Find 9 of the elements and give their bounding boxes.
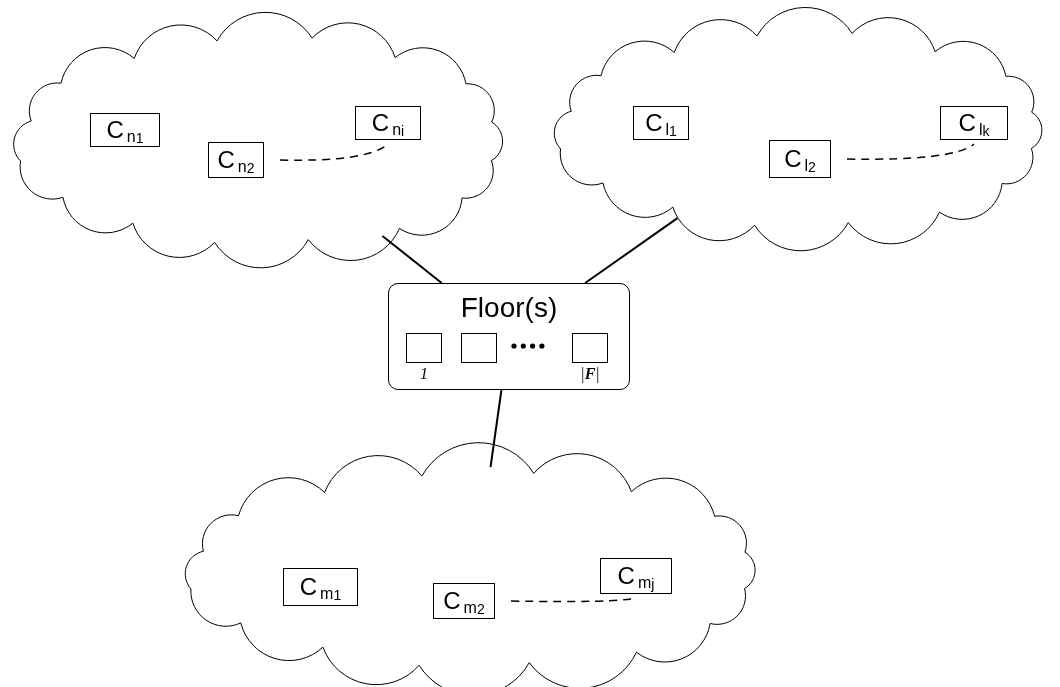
connector-line — [381, 234, 443, 284]
connector-line — [489, 389, 503, 469]
floor-title: Floor(s) — [459, 294, 559, 322]
index-label: |F| — [580, 366, 600, 382]
index-label: 1 — [420, 366, 428, 382]
connector-line — [584, 217, 679, 284]
floor-box — [388, 283, 630, 390]
connector-line — [846, 143, 975, 160]
slot-box — [461, 333, 497, 363]
